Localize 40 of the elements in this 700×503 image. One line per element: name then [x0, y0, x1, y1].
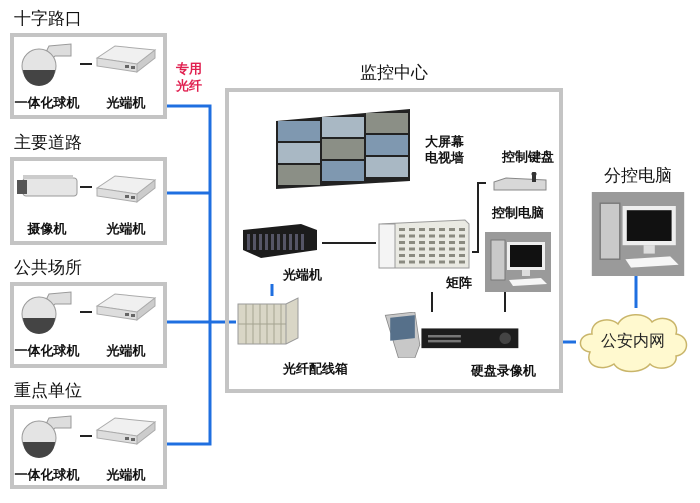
- connector-line: [472, 182, 486, 253]
- group-heading: 重点单位: [14, 380, 82, 402]
- connector-line: [80, 311, 92, 313]
- device-label: 一体化球机: [14, 344, 80, 360]
- connector-line: [80, 435, 92, 437]
- site-panel: [10, 257, 167, 368]
- site-panel: [10, 132, 167, 245]
- group-heading: 公共场所: [14, 257, 82, 279]
- connector-line: [80, 63, 92, 65]
- device-label: 控制键盘: [502, 150, 554, 166]
- device-label: 分控电脑: [604, 166, 672, 188]
- device-item: [236, 296, 348, 378]
- connector-line: [322, 242, 376, 244]
- group-heading: 主要道路: [14, 132, 82, 154]
- device-label: 矩阵: [446, 276, 472, 292]
- device-label: 光端机: [283, 268, 322, 284]
- connector-line: [270, 284, 274, 296]
- site-panel: [10, 8, 167, 119]
- device-label: 一体化球机: [14, 96, 80, 112]
- connector-line: [80, 186, 92, 188]
- device-label: 硬盘录像机: [471, 364, 536, 380]
- connector-line: [504, 292, 506, 312]
- device-item: [482, 206, 554, 292]
- connector-line: [431, 292, 433, 312]
- device-label: 摄像机: [28, 222, 66, 238]
- device-label: 光端机: [106, 468, 146, 484]
- device-label: 光端机: [106, 222, 146, 238]
- monitoring-center-panel: [225, 62, 563, 393]
- connector-line: [634, 276, 638, 308]
- device-label: 光纤配线箱: [283, 362, 348, 378]
- device-label: 光端机: [106, 344, 146, 360]
- device-label: 控制电脑: [492, 206, 544, 222]
- site-panel: [10, 380, 167, 489]
- device-label: 光端机: [106, 96, 146, 112]
- device-label: 大屏幕电视墙: [425, 134, 464, 168]
- device-label: 一体化球机: [14, 468, 80, 484]
- group-heading: 监控中心: [359, 62, 429, 84]
- connector-line: [563, 340, 576, 344]
- cloud-label: 公安内网: [601, 330, 665, 352]
- group-heading: 十字路口: [14, 8, 82, 30]
